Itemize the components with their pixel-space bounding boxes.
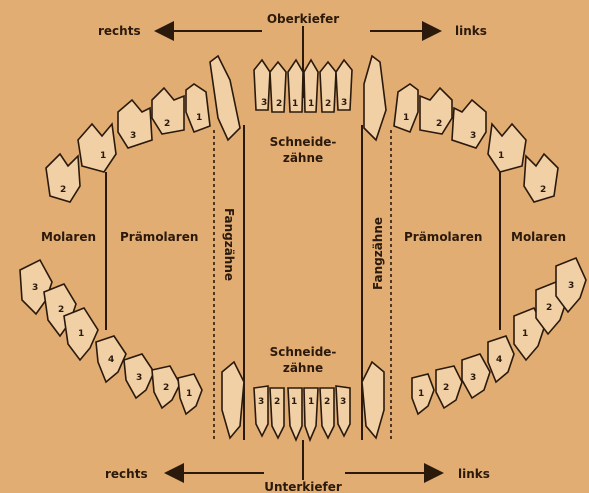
lower-incisor-num-3: 1	[291, 397, 297, 407]
label-incisors-lower-line1: Schneide-	[270, 345, 337, 359]
upper-left-label: links	[455, 24, 487, 38]
lower-incisor-4	[304, 388, 318, 440]
lower-incisor-num-4: 1	[308, 397, 314, 407]
upper-right-premolar-num-3: 3	[130, 131, 136, 141]
upper-right-molar-num-1: 1	[100, 151, 106, 161]
upper-left-posterior: 1 2 3 1 2	[394, 84, 558, 202]
lower-incisor-3	[288, 388, 302, 440]
lower-incisor-num-6: 3	[340, 397, 346, 407]
upper-right-premolar-num-2: 2	[164, 119, 170, 129]
label-premolars-left: Prämolaren	[404, 230, 482, 244]
upper-left-premolar-num-3: 3	[470, 131, 476, 141]
lower-canine-left	[362, 362, 384, 438]
upper-left-premolar-num-2: 2	[436, 119, 442, 129]
upper-incisor-num-5: 2	[325, 99, 331, 109]
label-canines-left: Fangzähne	[371, 217, 385, 290]
upper-right-premolar-1	[186, 84, 210, 132]
upper-left-premolar-1	[394, 84, 418, 132]
upper-right-posterior: 1 2 3 1 2	[46, 84, 210, 202]
lower-right-molar-num-2: 2	[58, 305, 64, 315]
lower-left-premolar-num-2: 2	[443, 383, 449, 393]
lower-incisor-1	[254, 386, 268, 436]
upper-right-molar-num-2: 2	[60, 185, 66, 195]
lower-incisor-5	[320, 388, 334, 438]
label-incisors-lower-line2: zähne	[283, 361, 323, 375]
lower-left-premolar-num-3: 3	[470, 373, 476, 383]
upper-right-label: rechts	[98, 24, 141, 38]
lower-left-molar-num-3: 3	[568, 281, 574, 291]
lower-left-premolar-num-4: 4	[496, 355, 502, 365]
lower-jaw-title: Unterkiefer	[264, 480, 342, 493]
upper-right-premolar-num-1: 1	[196, 113, 202, 123]
upper-incisor-num-3: 1	[292, 99, 298, 109]
upper-incisor-num-4: 1	[308, 99, 314, 109]
lower-left-molar-num-1: 1	[522, 329, 528, 339]
lower-right-posterior: 3 2 1 4 3 2 1	[20, 260, 202, 414]
lower-incisor-num-5: 2	[324, 397, 330, 407]
lower-left-label: links	[458, 467, 490, 481]
upper-incisor-num-6: 3	[341, 98, 347, 108]
lower-incisor-num-2: 2	[274, 397, 280, 407]
lower-incisor-6	[336, 386, 350, 436]
label-incisors-upper-line1: Schneide-	[270, 135, 337, 149]
upper-left-premolar-num-1: 1	[403, 113, 409, 123]
lower-incisors: 3 2 1 1 2 3	[254, 386, 350, 440]
upper-left-premolar-3	[452, 100, 486, 148]
label-molars-right: Molaren	[41, 230, 96, 244]
upper-jaw-title: Oberkiefer	[267, 12, 339, 26]
lower-jaw-footer: Unterkiefer rechts links	[105, 440, 490, 493]
lower-right-molar-num-3: 3	[32, 283, 38, 293]
label-molars-left: Molaren	[511, 230, 566, 244]
lower-right-molar-num-1: 1	[78, 329, 84, 339]
lower-right-premolar-num-1: 1	[186, 389, 192, 399]
upper-left-molar-num-2: 2	[540, 185, 546, 195]
upper-left-molar-1	[488, 124, 526, 172]
upper-left-molar-num-1: 1	[498, 151, 504, 161]
lower-right-premolar-num-2: 2	[163, 383, 169, 393]
lower-right-label: rechts	[105, 467, 148, 481]
label-premolars-right: Prämolaren	[120, 230, 198, 244]
upper-incisor-num-1: 3	[261, 98, 267, 108]
lower-right-premolar-num-4: 4	[108, 355, 114, 365]
lower-incisor-num-1: 3	[258, 397, 264, 407]
lower-incisor-2	[270, 388, 284, 438]
label-canines-right: Fangzähne	[222, 208, 236, 281]
lower-left-molar-num-2: 2	[546, 303, 552, 313]
group-labels: Molaren Prämolaren Prämolaren Molaren Fa…	[41, 135, 566, 375]
upper-incisor-num-2: 2	[276, 99, 282, 109]
upper-right-molar-1	[78, 124, 116, 172]
lower-left-premolar-num-1: 1	[418, 389, 424, 399]
upper-canine-right	[210, 56, 240, 140]
upper-canine-left	[364, 56, 386, 140]
lower-canine-right	[222, 362, 244, 438]
label-incisors-upper-line2: zähne	[283, 151, 323, 165]
lower-right-premolar-num-3: 3	[136, 373, 142, 383]
